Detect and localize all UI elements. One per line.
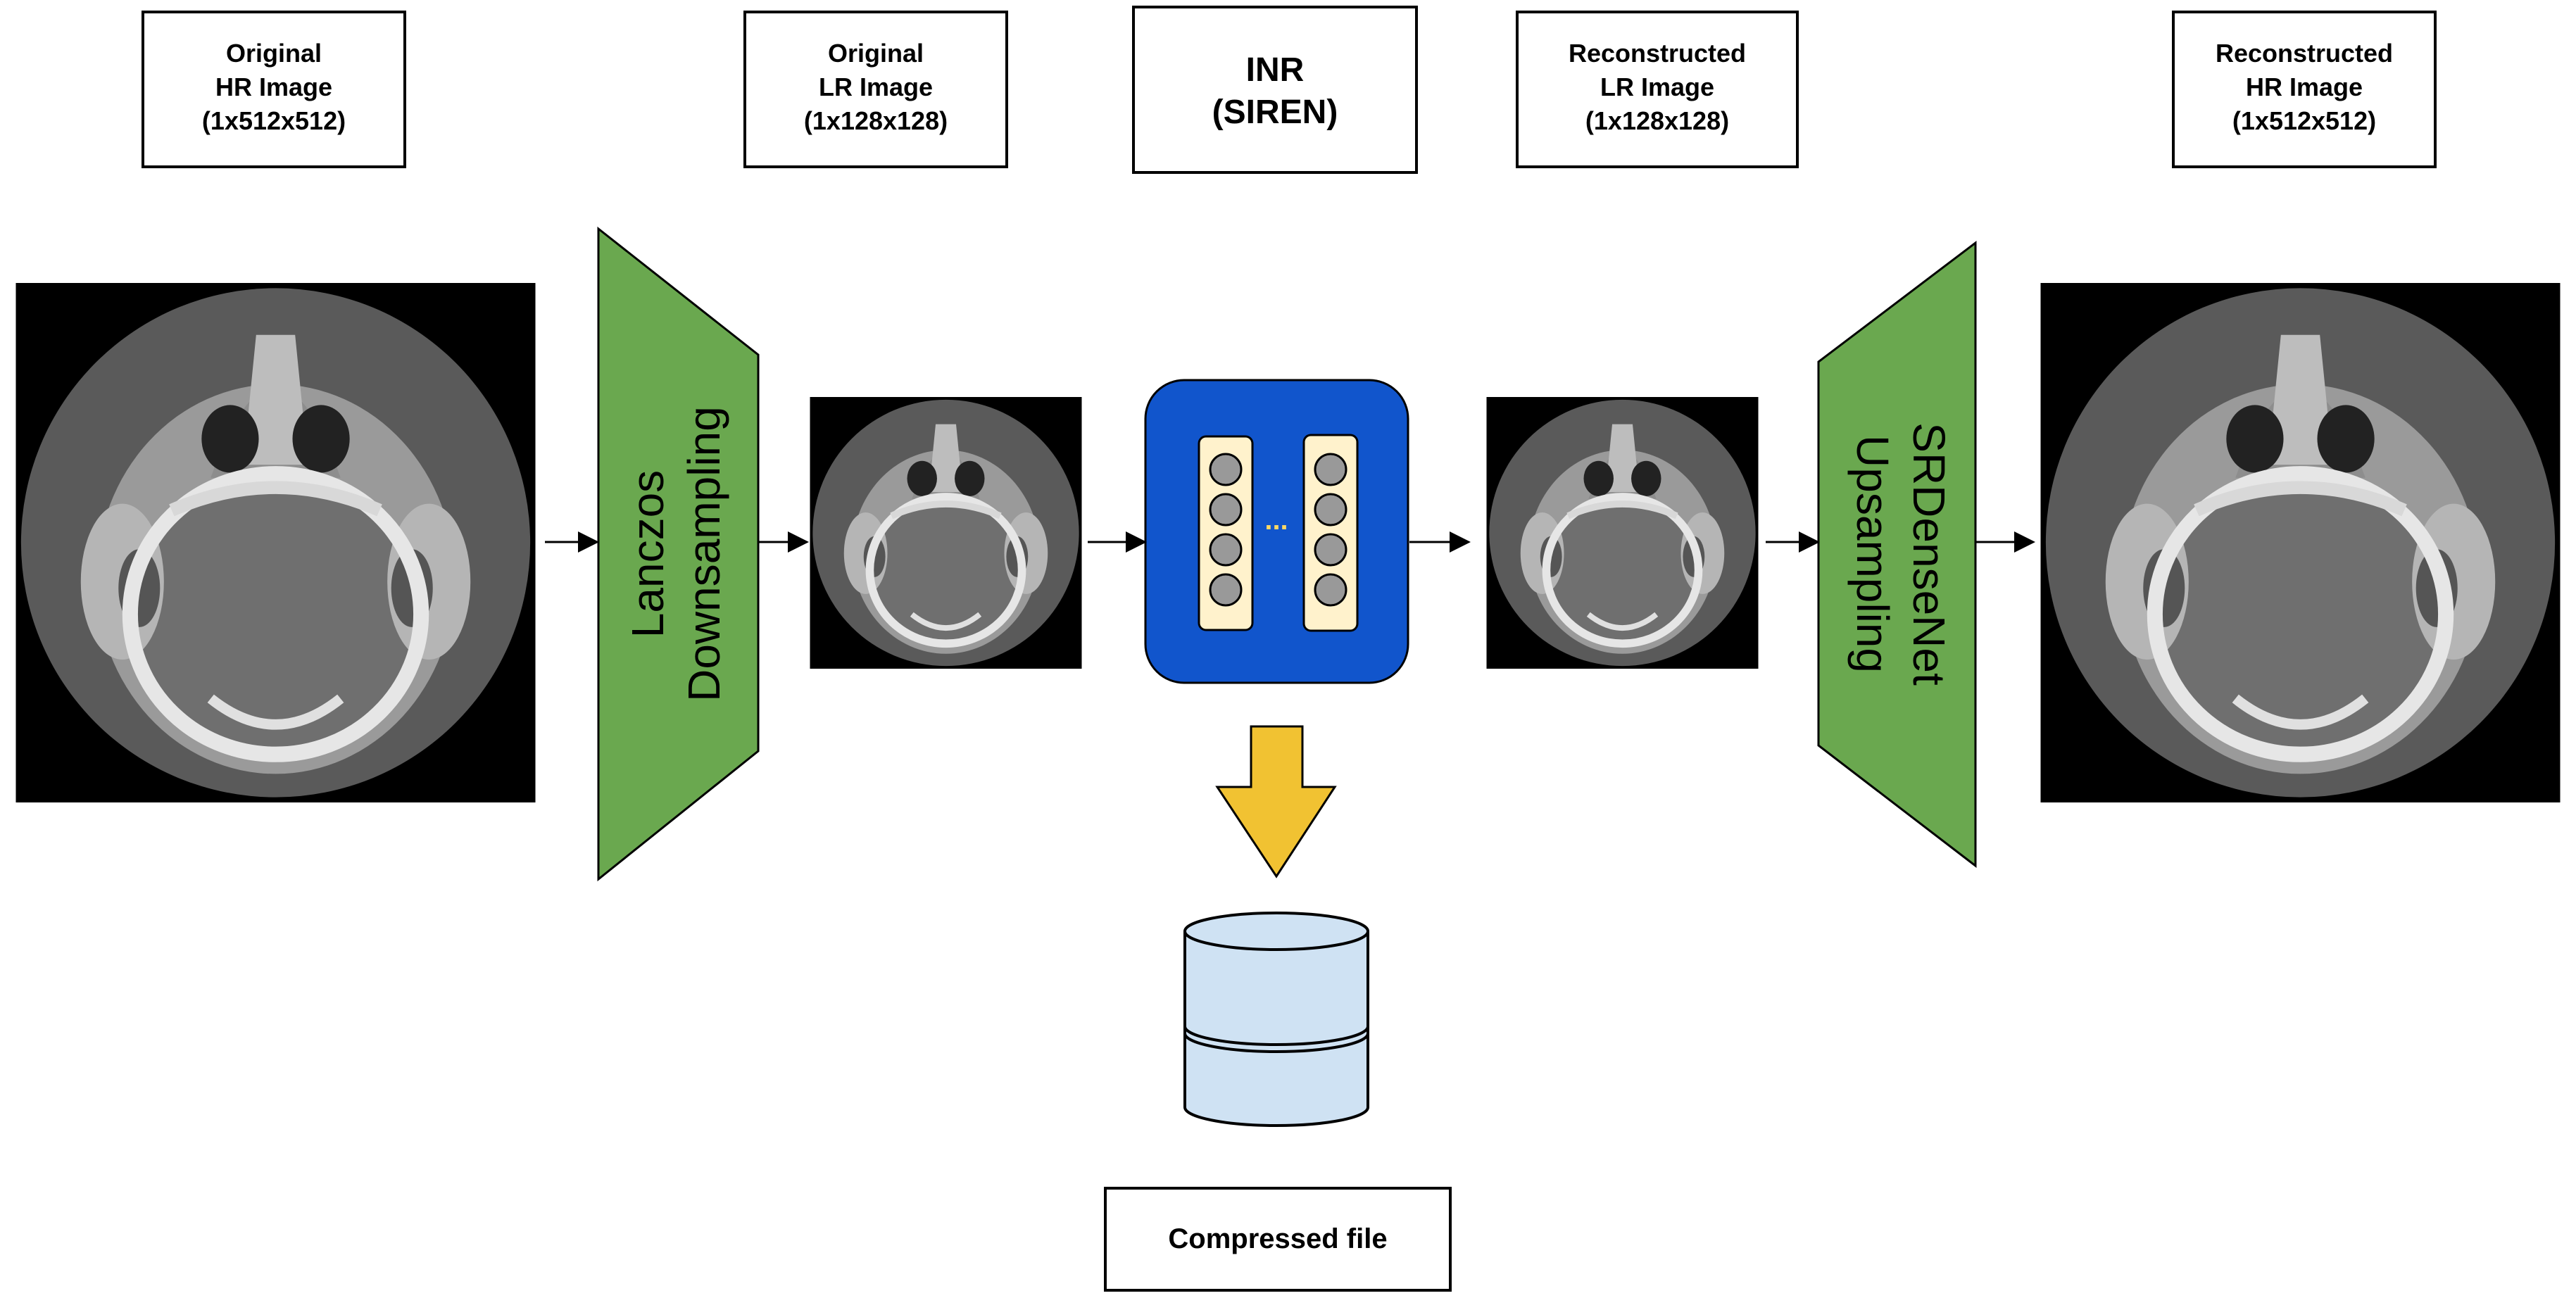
- label-original-lr-line1: Original: [828, 39, 924, 68]
- upsampling-label-line2: Upsampling: [1847, 435, 1898, 673]
- neuron: [1314, 453, 1347, 486]
- database-cylinder-icon: [1183, 912, 1369, 1127]
- neuron: [1314, 493, 1347, 527]
- label-reconstructed-lr-line1: Reconstructed: [1569, 39, 1746, 68]
- lanczos-downsampling-block: Lanczos Downsampling: [597, 226, 760, 882]
- label-reconstructed-hr-line1: Reconstructed: [2216, 39, 2393, 68]
- original-lr-ct-image: [810, 397, 1082, 669]
- neuron: [1209, 493, 1243, 527]
- downsampling-label-line2: Downsampling: [679, 406, 729, 702]
- down-arrow-icon: [1215, 725, 1337, 878]
- label-reconstructed-hr-line3: (1x512x512): [2232, 106, 2376, 135]
- neuron: [1314, 533, 1347, 567]
- input-neuron-layer: [1198, 435, 1254, 631]
- compressed-file-box: Compressed file: [1104, 1187, 1452, 1292]
- label-inr-line1: INR: [1246, 51, 1305, 89]
- label-original-lr-line3: (1x128x128): [804, 106, 948, 135]
- upsampling-label-line1: SRDenseNet: [1904, 422, 1954, 686]
- label-original-lr-line2: LR Image: [819, 73, 933, 101]
- label-original-hr-line2: HR Image: [215, 73, 332, 101]
- label-inr-line2: (SIREN): [1212, 94, 1338, 131]
- label-reconstructed-lr-line2: LR Image: [1600, 73, 1714, 101]
- reconstructed-hr-ct-image: [2041, 283, 2561, 802]
- label-reconstructed-hr-line2: HR Image: [2246, 73, 2363, 101]
- label-inr: INR (SIREN): [1132, 6, 1418, 174]
- label-original-lr: Original LR Image (1x128x128): [743, 11, 1008, 168]
- downsampling-label-line1: Lanczos: [622, 470, 673, 638]
- neuron: [1209, 533, 1243, 567]
- label-original-hr-line1: Original: [226, 39, 322, 68]
- label-original-hr: Original HR Image (1x512x512): [142, 11, 406, 168]
- label-reconstructed-hr: Reconstructed HR Image (1x512x512): [2172, 11, 2437, 168]
- output-neuron-layer: [1302, 434, 1359, 632]
- reconstructed-lr-ct-image: [1487, 397, 1759, 669]
- original-hr-ct-image: [16, 283, 536, 802]
- neuron: [1314, 573, 1347, 607]
- label-reconstructed-lr: Reconstructed LR Image (1x128x128): [1516, 11, 1799, 168]
- neuron: [1209, 573, 1243, 607]
- inr-network-block: ...: [1144, 379, 1409, 684]
- compressed-file-label: Compressed file: [1168, 1223, 1387, 1254]
- label-original-hr-line3: (1x512x512): [202, 106, 346, 135]
- srdensenet-upsampling-block: SRDenseNet Upsampling: [1817, 240, 1977, 869]
- neuron: [1209, 453, 1243, 486]
- layer-ellipsis: ...: [1264, 505, 1288, 536]
- label-reconstructed-lr-line3: (1x128x128): [1585, 106, 1729, 135]
